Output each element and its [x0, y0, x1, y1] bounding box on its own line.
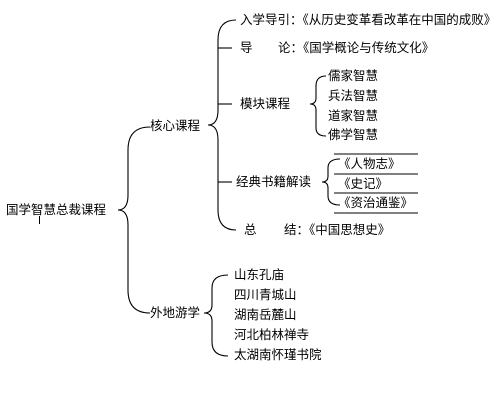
module-item-buddhist: 佛学智慧: [328, 127, 379, 142]
classic-item-shiji: 《史记》: [338, 176, 389, 191]
classic-item-renwuzhi: 《人物志》: [338, 156, 401, 171]
guide-item-head: 导: [240, 40, 253, 55]
modules-brace: [309, 75, 327, 137]
summary-item-head: 总: [244, 222, 257, 237]
module-item-taoist: 道家智慧: [328, 108, 379, 123]
travel-brace: [203, 274, 229, 357]
intro-item: 入学导引：《从历史变革看改革在中国的成败》: [240, 12, 497, 27]
travel-item-kongmiao: 山东孔庙: [234, 267, 285, 282]
root-brace: [117, 126, 151, 314]
text-cursor: [39, 216, 40, 224]
modules-label: 模块课程: [240, 96, 291, 111]
classics-brace: [321, 158, 341, 206]
travel-item-yueilushan: 湖南岳麓山: [234, 307, 297, 322]
module-item-military: 兵法智慧: [328, 88, 379, 103]
travel-label: 外地游学: [150, 305, 201, 320]
travel-item-qingchengshan: 四川青城山: [234, 287, 297, 302]
classic-item-zizhitongjian: 《资治通鉴》: [338, 195, 414, 210]
module-item-confucian: 儒家智慧: [328, 68, 379, 83]
travel-item-bailinsi: 河北柏林禅寺: [234, 327, 310, 342]
root-label: 国学智慧总裁课程: [6, 202, 107, 217]
classics-label: 经典书籍解读: [236, 174, 312, 189]
travel-item-huaijin-academy: 太湖南怀瑾书院: [234, 347, 322, 362]
summary-item-tail: 结：《中国思想史》: [284, 222, 391, 237]
core-brace: [207, 19, 237, 231]
core-label: 核心课程: [150, 118, 201, 133]
guide-item-tail: 论：《国学概论与传统文化》: [278, 40, 435, 55]
